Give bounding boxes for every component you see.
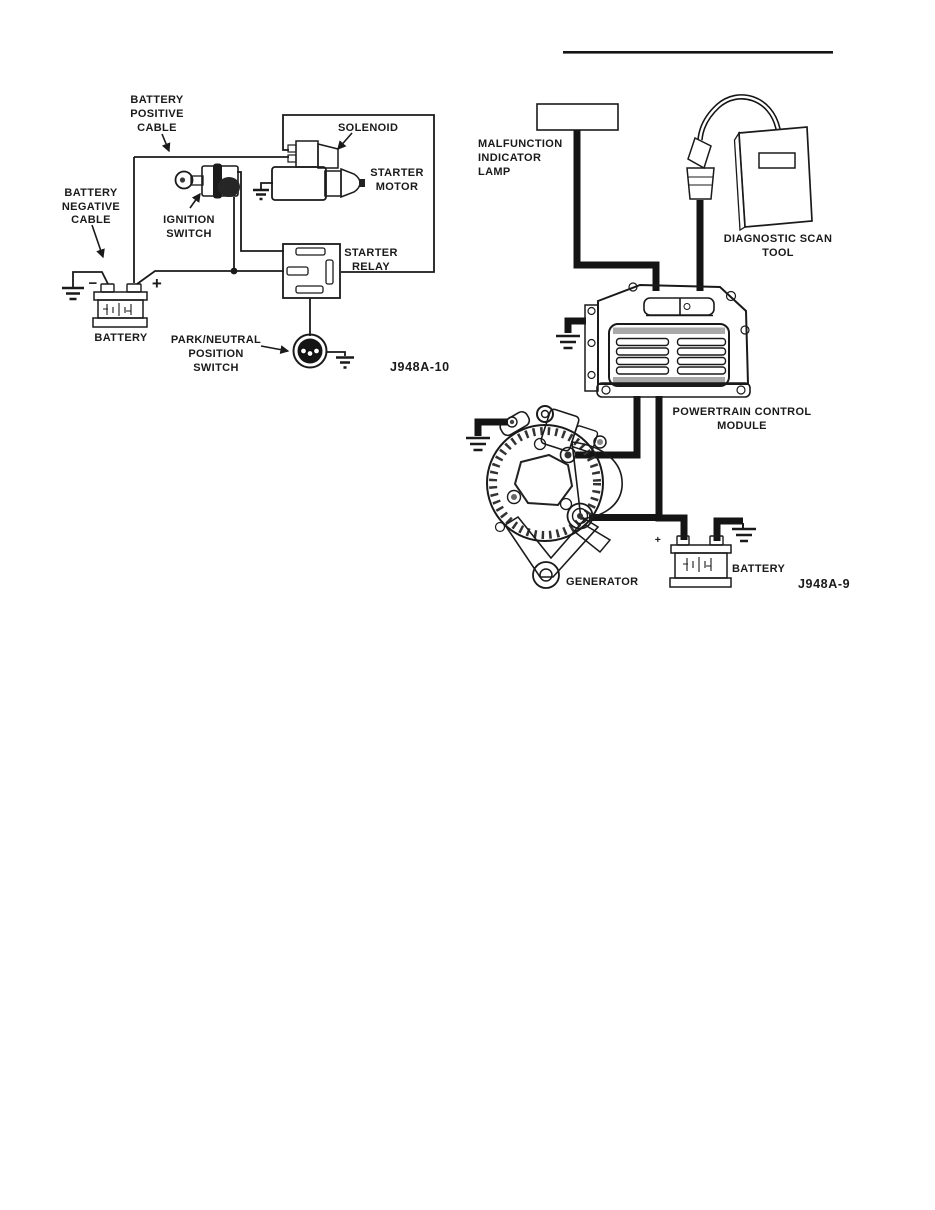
wire-pn-switch-to-ground [327,351,346,356]
starter-relay-symbol [282,243,341,299]
generator-lift-eye [536,405,554,423]
arrow-battery-negative-cable [91,224,105,259]
svg-text:SWITCH: SWITCH [193,362,238,374]
starter-motor-symbol [271,140,365,201]
pcm-symbol [584,282,751,398]
battery-symbol [92,283,148,328]
generator-bracket [503,515,600,578]
scan-tool-screen [758,152,796,169]
wire-battery-to-relay [136,270,284,285]
ground-symbol-battery [62,286,84,301]
label-pn-switch: PARK/NEUTRAL [171,334,261,346]
svg-text:POSITION: POSITION [188,348,243,360]
malfunction-indicator-lamp-box [536,103,619,131]
solenoid-terminal-lower [287,154,297,163]
wire-ignition-to-relay [237,171,284,252]
label-generator: GENERATOR [566,576,638,588]
label-diagnostic-scan-tool: DIAGNOSTIC SCAN [724,233,833,245]
battery-cell-marks [103,303,132,316]
label-solenoid: SOLENOID [338,122,398,134]
svg-text:MOTOR: MOTOR [376,181,419,193]
generator-ground-stud [506,416,518,428]
generator-top-connector [540,408,580,452]
label-malfunction-indicator-lamp: MALFUNCTION [478,138,563,150]
solenoid-terminal-upper [287,144,297,153]
motor-shaft-nub [359,179,365,187]
svg-text:INDICATOR: INDICATOR [478,152,541,164]
wire-pcm-to-battery [655,396,688,540]
figure-code-starting: J948A-10 [390,360,450,374]
svg-text:MODULE: MODULE [717,420,767,432]
arrow-ignition-switch [189,192,201,209]
arrow-solenoid [337,132,353,151]
starting-system-figure: − + [62,94,450,374]
pcm-louver-panel [608,323,730,387]
park-neutral-switch-symbol [292,333,328,369]
ground-symbol-pn-switch [336,356,354,369]
key-hole [179,177,186,183]
battery-minus-sign: − [88,275,97,292]
wire-motor-to-ground [260,182,273,189]
arrow-battery-positive-cable [161,133,171,153]
pcm-top-connector [643,297,715,316]
diagnostic-scan-tool-symbol [686,94,813,232]
ground-symbol-pcm [556,334,580,350]
wire-junction-dot [230,267,238,275]
wire-battery-negative [72,271,109,287]
generator-field-terminal [559,446,577,464]
svg-text:POSITIVE: POSITIVE [130,108,184,120]
ground-symbol-battery-right [732,523,756,543]
ground-symbol-generator [466,436,490,452]
starting-wires [72,114,435,356]
charging-system-figure: + MALFUNCTION INDICATOR LAMP DIAGNOSTIC … [466,51,850,591]
label-battery: BATTERY [94,332,147,344]
wire-battery-negative-to-ground [713,517,743,541]
pcm-louvers [615,337,727,375]
svg-text:CABLE: CABLE [71,214,111,226]
label-battery-negative-cable: BATTERY [64,187,117,199]
wire-relay-to-solenoid-loop [282,114,435,273]
generator-fins [489,427,601,539]
section-rule [563,51,833,54]
figure-code-charging: J948A-9 [798,577,850,591]
battery-plus-sign-right: + [655,534,661,546]
label-ignition-switch: IGNITION [163,214,215,226]
wire-pcm-to-generator-field [576,396,641,459]
wire-mil-to-pcm [573,130,660,291]
label-battery-positive-cable: BATTERY [130,94,183,106]
motor-nose-cone [340,167,361,199]
svg-text:TOOL: TOOL [762,247,794,259]
wire-pcm-ground [564,317,586,333]
solenoid-body [295,140,319,168]
svg-text:CABLE: CABLE [137,122,177,134]
pcm-bottom-plate [596,382,751,398]
generator-body [486,424,604,542]
svg-text:SWITCH: SWITCH [166,228,211,240]
svg-text:NEGATIVE: NEGATIVE [62,201,120,213]
label-starter-motor: STARTER [370,167,424,179]
generator-output-terminal [566,502,594,530]
label-powertrain-control-module: POWERTRAIN CONTROL [673,406,812,418]
motor-body [271,166,327,201]
scan-tool-body [738,126,813,228]
scan-tool-connector [687,136,712,170]
label-starter-relay: STARTER [344,247,398,259]
label-battery-right: BATTERY [732,563,785,575]
key-head [174,170,194,190]
charging-wires [474,130,743,541]
ignition-switch-symbol [174,163,240,199]
svg-text:RELAY: RELAY [352,261,390,273]
generator-symbol [486,405,623,589]
wire-generator-ground [474,418,508,436]
battery-symbol-right [669,535,732,588]
arrow-pn-switch [260,345,290,355]
generator-opening [513,453,574,507]
battery-cell-marks-right [683,557,712,572]
ground-symbol-starter-motor [253,188,269,201]
svg-text:LAMP: LAMP [478,166,511,178]
battery-plus-sign: + [152,274,162,293]
